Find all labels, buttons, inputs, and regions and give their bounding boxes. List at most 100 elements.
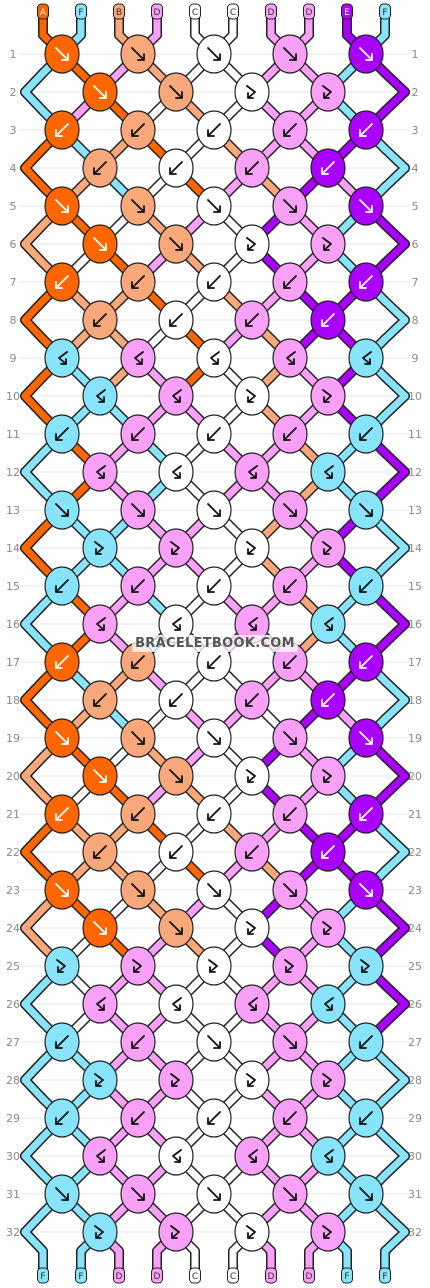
strand-letter: C [192,8,198,18]
knot-arrow-icon [322,1073,332,1087]
row-number-right: 21 [408,808,422,821]
knot-ellipse [310,756,346,796]
knot [158,376,194,416]
knot-arrow-icon [359,123,373,137]
knot [310,908,346,948]
knot [120,870,156,910]
row-number-left: 27 [6,1036,20,1049]
knot-arrow-icon [283,503,297,517]
row-number-left: 31 [6,1188,20,1201]
knot [348,566,384,606]
knot [272,566,308,606]
knot-ellipse [310,908,346,948]
knot [272,642,308,682]
knot-arrow-icon [322,237,332,251]
strand-segment [21,544,47,571]
strand-segment [21,1076,47,1103]
knot [158,72,194,112]
strand-segment [21,1152,47,1179]
knot-ellipse [234,984,270,1024]
strand-segment [21,525,47,552]
knot-arrow-icon [248,1149,258,1163]
row-number-left: 9 [10,352,17,365]
knot-arrow-icon [359,503,373,517]
row-number-left: 7 [10,276,17,289]
knot [158,832,194,872]
strand-label-bottom: D [303,1267,315,1284]
row-number-right: 26 [408,998,422,1011]
knot-ellipse [158,1212,194,1252]
row-number-left: 10 [6,390,20,403]
knot [44,186,80,226]
knot [310,832,346,872]
strand-tab [151,1267,163,1284]
knot [272,110,308,150]
strand-segment [381,525,409,552]
knot [82,300,118,340]
knot-arrow-icon [321,161,335,175]
knot [348,1174,384,1214]
knot-ellipse [310,604,346,644]
knot-arrow-icon [321,693,335,707]
knot-arrow-icon [207,47,221,61]
strand-letter: D [154,1272,161,1282]
knot [82,1212,118,1252]
knot [196,262,232,302]
knot [234,72,270,112]
strand-segment [381,677,409,704]
knot-arrow-icon [246,1225,256,1239]
knot-arrow-icon [169,85,183,99]
row-number-left: 25 [6,960,20,973]
knot-arrow-icon [131,1035,145,1049]
row-number-right: 2 [412,86,419,99]
knot [44,110,80,150]
knot-arrow-icon [283,579,297,593]
knot [44,414,80,454]
knot-arrow-icon [324,1149,334,1163]
strand-tab [265,3,277,20]
strand-letter: D [116,1272,123,1282]
knot-ellipse [310,1212,346,1252]
knot [158,224,194,264]
strand-tab [303,1267,315,1284]
knot [82,908,118,948]
knot-arrow-icon [55,503,69,517]
strand-segment [381,69,409,96]
row-number-left: 6 [10,238,17,251]
knot-ellipse [234,528,270,568]
knot-arrow-icon [283,807,297,821]
row-number-right: 19 [408,732,422,745]
strand-segment [21,677,47,704]
knot [158,528,194,568]
row-number-right: 1 [412,48,419,61]
row-number-right: 9 [412,352,419,365]
strand-segment [381,696,409,723]
row-number-left: 23 [6,884,20,897]
knot-arrow-icon [284,959,294,973]
knot-arrow-icon [322,769,332,783]
strand-segment [381,221,409,248]
row-number-right: 11 [408,428,422,441]
strand-segment [381,981,409,1008]
row-number-left: 13 [6,504,20,517]
strand-segment [381,297,409,324]
knot-arrow-icon [207,123,221,137]
watermark-text: BRACELETBOOK.COM [135,636,295,651]
strand-tab [379,3,391,20]
strand-label-bottom: C [227,1267,239,1284]
strand-tab [227,1267,239,1284]
knot [310,148,346,188]
strand-segment [381,772,409,799]
knot-arrow-icon [207,883,221,897]
knot-ellipse [82,376,118,416]
knot-arrow-icon [359,731,373,745]
knot-arrow-icon [207,579,221,593]
knot-arrow-icon [169,237,183,251]
knot-arrow-icon [321,313,335,327]
knot [82,224,118,264]
knot-ellipse [44,338,80,378]
knot-arrow-icon [207,655,221,669]
knot-arrow-icon [93,85,107,99]
strand-segment [21,145,47,172]
strand-segment [381,1209,409,1236]
